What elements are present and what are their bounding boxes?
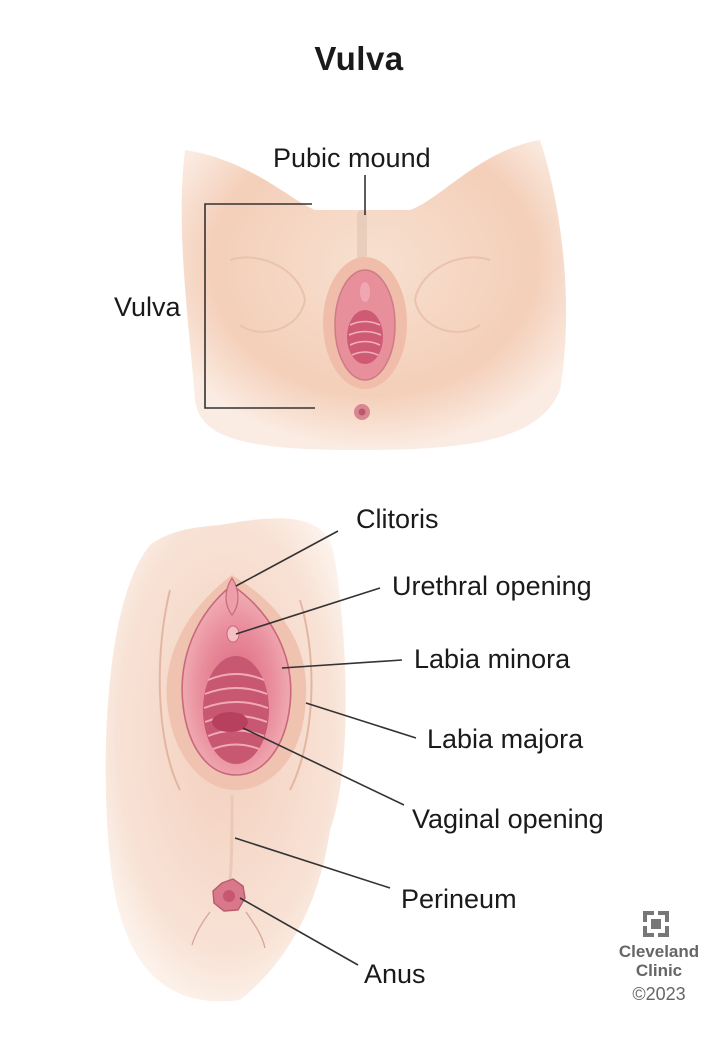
top-view-illustration xyxy=(181,140,567,450)
label-vaginal-opening: Vaginal opening xyxy=(412,804,604,834)
labia-minora-leader xyxy=(281,659,403,669)
label-labia-majora: Labia majora xyxy=(427,724,584,754)
top-vaginal-opening xyxy=(347,310,383,364)
label-clitoris: Clitoris xyxy=(356,504,439,534)
cleveland-clinic-logo-icon xyxy=(643,911,669,937)
copyright-text: ©2023 xyxy=(632,984,686,1005)
label-urethral-opening: Urethral opening xyxy=(392,571,592,601)
urethral-opening-shape xyxy=(226,625,240,643)
clitoris-leader xyxy=(235,530,339,587)
logo-line-2: Clinic xyxy=(635,961,683,981)
anus-leader xyxy=(239,897,359,966)
vaginal-opening-leader xyxy=(242,727,405,806)
logo-line-1: Cleveland xyxy=(618,942,700,961)
perineum-leader xyxy=(234,837,391,889)
diagram-title: Vulva xyxy=(314,40,404,77)
bottom-view-illustration xyxy=(105,518,346,1002)
label-vulva: Vulva xyxy=(114,292,181,322)
vulva-bracket xyxy=(204,203,315,409)
label-perineum: Perineum xyxy=(401,884,517,914)
label-labia-minora: Labia minora xyxy=(414,644,571,674)
vaginal-opening-shape xyxy=(203,656,269,764)
label-pubic-mound: Pubic mound xyxy=(273,143,431,173)
label-anus: Anus xyxy=(364,959,426,989)
cleveland-clinic-logo: Cleveland Clinic ©2023 xyxy=(604,908,714,1005)
labia-majora-leader xyxy=(305,702,417,739)
urethral-opening-leader xyxy=(235,587,381,635)
clitoris-shape xyxy=(225,576,239,616)
